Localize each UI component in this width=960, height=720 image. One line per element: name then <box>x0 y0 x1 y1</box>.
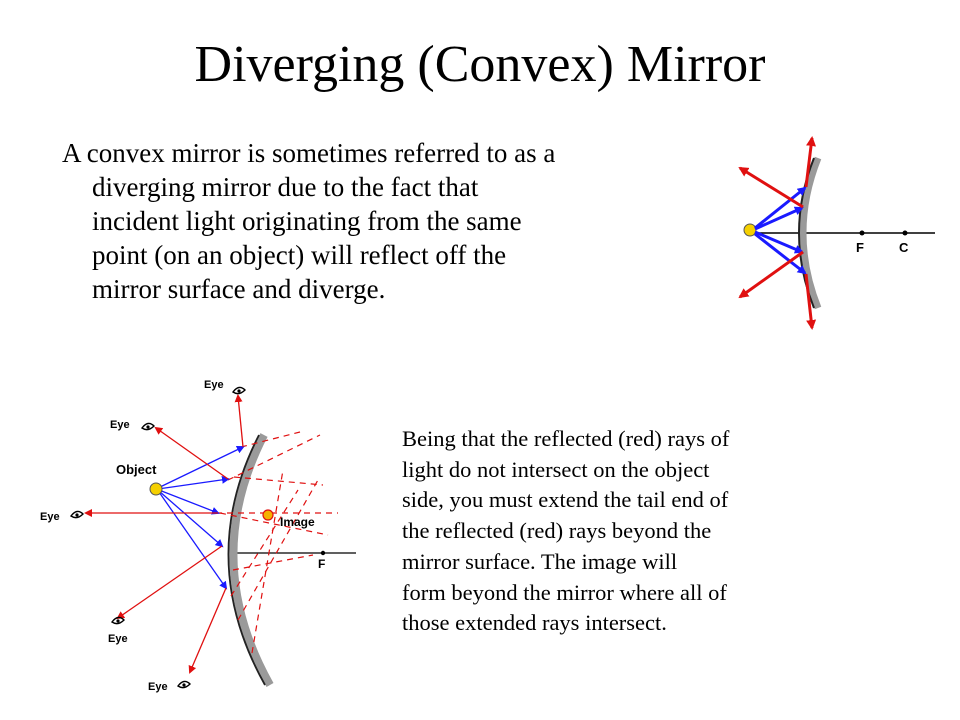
incident-rays <box>754 186 807 275</box>
eye-icon: Eye <box>40 510 84 523</box>
caption-line: side, you must extend the tail end of <box>402 487 729 513</box>
focal-point <box>320 550 326 556</box>
intro-line: A convex mirror is sometimes referred to… <box>62 138 556 168</box>
eye-icon: Eye <box>110 419 155 431</box>
convex-mirror <box>229 433 274 687</box>
intro-paragraph: A convex mirror is sometimes referred to… <box>62 136 752 306</box>
caption-line: form beyond the mirror where all of <box>402 579 727 605</box>
image-formation-diagram: Object Image F Eye Eye Eye Eye Eye <box>40 379 356 693</box>
eye-icon: Eye <box>148 680 191 693</box>
object-dot <box>743 223 757 237</box>
caption-line: mirror surface. The image will <box>402 548 678 574</box>
object-label: Object <box>116 462 157 477</box>
intro-line: point (on an object) will reflect off th… <box>92 240 507 270</box>
caption-line: those extended rays intersect. <box>402 610 667 636</box>
top-mirror-diagram: F C <box>738 136 935 330</box>
image-dot <box>262 509 274 521</box>
eye-label: Eye <box>40 511 60 523</box>
object-dot <box>149 482 163 496</box>
caption-line: Being that the reflected (red) rays of <box>402 426 730 451</box>
focal-label: F <box>856 240 864 255</box>
eye-label: Eye <box>204 379 224 391</box>
center-point <box>902 230 908 236</box>
caption-line: light do not intersect on the object <box>402 456 710 482</box>
slide-title: Diverging (Convex) Mirror <box>194 36 766 93</box>
explanation-caption: Being that the reflected (red) rays of l… <box>402 424 872 639</box>
extended-rays <box>216 431 338 654</box>
focal-label: F <box>318 557 325 571</box>
incident-rays <box>157 446 245 590</box>
eye-icon: Eye <box>108 616 128 645</box>
center-label: C <box>899 240 909 255</box>
eye-label: Eye <box>108 633 128 645</box>
caption-line: the reflected (red) rays beyond the <box>402 518 712 544</box>
convex-mirror <box>799 156 822 310</box>
focal-point <box>859 230 865 236</box>
eye-label: Eye <box>148 681 168 693</box>
image-label: Image <box>280 515 315 529</box>
reflected-rays <box>738 136 817 330</box>
intro-line: mirror surface and diverge. <box>92 274 386 304</box>
eye-icon: Eye <box>204 379 246 395</box>
intro-line: diverging mirror due to the fact that <box>92 172 479 202</box>
intro-line: incident light originating from the same <box>92 206 522 236</box>
reflected-rays <box>84 394 244 674</box>
eye-label: Eye <box>110 419 130 431</box>
